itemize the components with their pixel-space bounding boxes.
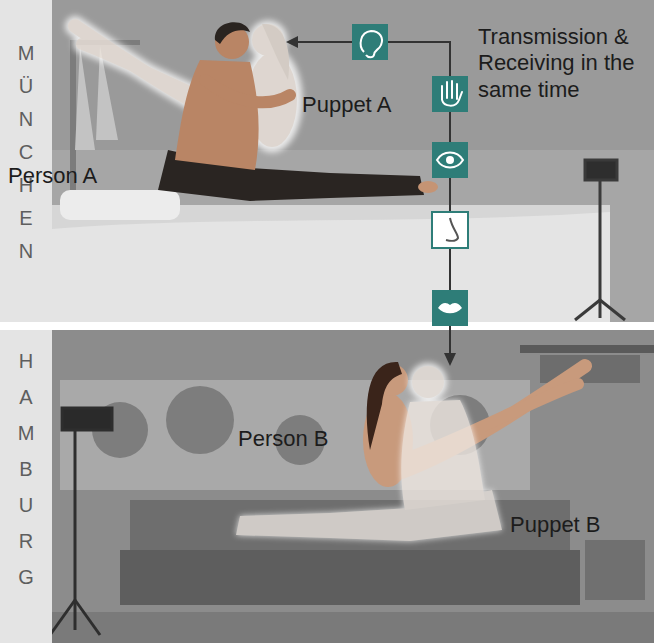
mouth-icon [432,290,468,326]
eye-icon [432,142,468,178]
side-table [585,540,645,600]
person-label: Person B [238,426,329,452]
person-figure [158,22,438,201]
hand-icon [432,76,468,112]
nose-icon [432,212,468,248]
transmission-arrow [296,42,450,354]
person-label: Person A [8,163,97,189]
tripod-lamp [575,160,625,320]
city-name: HAMBURG [16,343,36,595]
puppet-label: Puppet A [302,92,391,118]
blanket [40,212,610,322]
arrow-head [444,353,456,366]
city-panel: HAMBURG [0,330,654,643]
arrow-head [286,36,298,48]
room-hamburg [0,330,654,643]
panel-gap [0,322,654,330]
puppet-label: Puppet B [510,512,601,538]
room-munich [0,0,654,322]
pillow [60,190,180,220]
note-text: Transmission & Receiving in the same tim… [478,24,643,103]
city-name: MÜNCHEN [16,37,36,268]
city-strip [0,330,52,643]
bed [40,205,610,322]
wall [0,0,654,150]
sofa-seat [120,550,580,605]
couple-munich [75,21,438,201]
puppet-figure [236,363,502,541]
bookshelf [520,345,654,353]
tripod-lamp [50,408,112,635]
city-strip [0,0,52,322]
ear-icon [352,24,388,60]
floor [0,612,654,643]
